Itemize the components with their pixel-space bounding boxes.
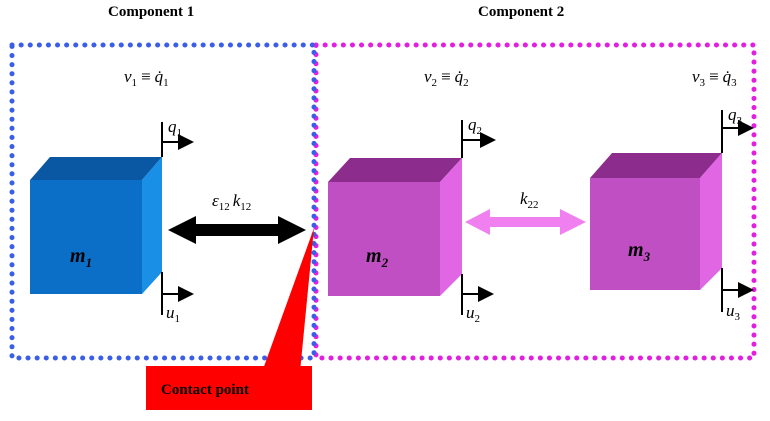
mass-m3-block: m3 bbox=[590, 153, 722, 290]
mass-m2-block: m2 bbox=[328, 158, 462, 296]
contact-point-label: Contact point bbox=[161, 382, 249, 398]
component-2-boundary bbox=[313, 42, 757, 361]
m2-top-face bbox=[328, 158, 462, 182]
velocity-label-1: v1≡q̇1 bbox=[124, 67, 169, 89]
velocity-label-2: v2≡q̇2 bbox=[424, 67, 469, 89]
component-2-title: Component 2 bbox=[478, 4, 564, 20]
mass-label-m2: m2 bbox=[366, 245, 389, 270]
m3-top-face bbox=[590, 153, 722, 178]
m1-top-face bbox=[30, 157, 162, 180]
m1-side-face bbox=[142, 157, 162, 294]
dof-u3-axis: u3 bbox=[721, 268, 754, 323]
dof-q1-axis: q1 bbox=[161, 117, 194, 157]
m3-front-face bbox=[590, 178, 700, 290]
internal-stiffness-label: k22 bbox=[520, 189, 539, 211]
mass-label-m3: m3 bbox=[628, 239, 651, 264]
dof-q3-axis: q3 bbox=[721, 105, 754, 153]
contact-point-callout: Contact point bbox=[146, 228, 314, 410]
callout-box bbox=[146, 366, 312, 410]
m2-side-face bbox=[440, 158, 462, 296]
component-1-boundary bbox=[9, 42, 317, 361]
contact-stiffness-arrow bbox=[168, 216, 306, 244]
dof-label-q2: q2 bbox=[468, 115, 482, 137]
dof-label-q3: q3 bbox=[728, 105, 743, 127]
dof-u2-axis: u2 bbox=[461, 274, 494, 325]
m1-front-face bbox=[30, 180, 142, 294]
dof-label-u3: u3 bbox=[726, 301, 741, 323]
dof-u1-axis: u1 bbox=[161, 272, 194, 325]
dof-label-u1: u1 bbox=[166, 303, 180, 325]
callout-pointer bbox=[262, 228, 314, 372]
m3-side-face bbox=[700, 153, 722, 290]
m2-front-face bbox=[328, 182, 440, 296]
dof-q2-axis: q2 bbox=[461, 115, 496, 158]
velocity-label-3: v3≡q̇3 bbox=[692, 67, 737, 89]
dof-label-q1: q1 bbox=[168, 117, 182, 139]
dof-label-u2: u2 bbox=[466, 303, 480, 325]
mass-m1-block: m1 bbox=[30, 157, 162, 294]
component-1-title: Component 1 bbox=[108, 4, 194, 20]
mass-label-m1: m1 bbox=[70, 245, 92, 270]
internal-stiffness-arrow bbox=[465, 209, 586, 235]
